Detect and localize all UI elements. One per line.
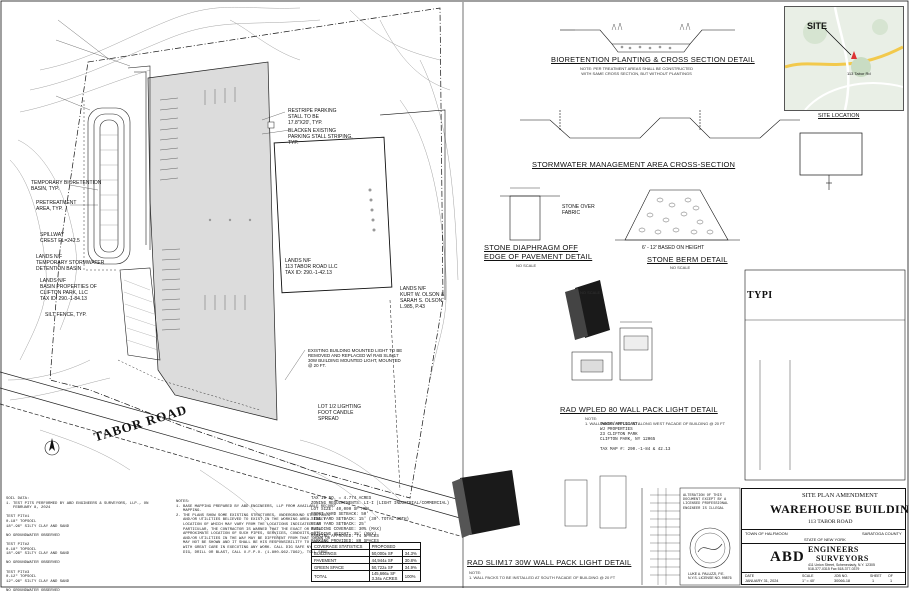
- general-notes: NOTES: 1. BASE MAPPING PREPARED BY ABD E…: [176, 500, 335, 555]
- coverage-cell: 50,722± SF: [368, 563, 403, 571]
- callout-restripe: RESTRIPE PARKING STALL TO BE 17.8"X20', …: [288, 108, 337, 126]
- stone-berm-title: STONE BERM DETAIL: [647, 255, 728, 264]
- firm-logo: ABD: [770, 549, 805, 565]
- lands-label-3: LANDS N/F BASIN PROPERTIES OF CLIFTON PA…: [40, 278, 97, 302]
- stone-diaphragm-drawing: [500, 187, 560, 241]
- engineer-name: LUKE A. PALUZZI, P.E. N.Y.S. LICENSE NO.…: [688, 572, 732, 580]
- tax-map-label: TAX ID NO. = 4.774 ACRES: [311, 497, 372, 501]
- job-value: 30066-18: [834, 579, 851, 583]
- callout-blacken: BLACKEN EXISTING PARKING STALL STRIPING,…: [288, 128, 353, 146]
- stone-diaphragm-title: STONE DIAPHRAGM OFF EDGE OF PAVEMENT DET…: [484, 243, 593, 261]
- zoning-label: ZONING REQUIREMENTS: LI-I (LIGHT INDUSTR…: [311, 502, 450, 506]
- county-label: SARATOGA COUNTY: [862, 531, 902, 536]
- coverage-proposed-header: PROPOSED: [368, 542, 422, 550]
- typical-label: TYPI: [747, 290, 773, 301]
- table-row: BUILDINGS 50,000± SF 34.3%: [311, 549, 422, 557]
- wall-pack-80-fixture: [565, 280, 653, 381]
- coverage-cell: 34.9%: [401, 563, 422, 571]
- sheet-label: SHEET: [870, 574, 882, 578]
- wall-pack-80-scale: NO SCALE: [580, 290, 601, 295]
- coverage-cell: 145,666± SF 3.34± ACRES: [368, 570, 403, 582]
- engineer-seal: [689, 527, 731, 569]
- table-row: TOTAL 145,666± SF 3.34± ACRES 100%: [311, 570, 422, 582]
- coverage-cell: TOTAL: [311, 570, 370, 582]
- coverage-title: COVERAGE STATISTICS: [311, 542, 370, 550]
- slim17-note: NOTE: 1. WALL PACKS TO BE INSTALLED AT S…: [469, 570, 616, 580]
- date-value: JANUARY 31, 2024: [745, 579, 779, 583]
- wall-pack-80-title: RAD WPLED 80 WALL PACK LIGHT DETAIL: [560, 405, 718, 414]
- stone-berm-drawing: [615, 189, 740, 241]
- of-label: OF: [888, 574, 893, 578]
- stormwater-section: [520, 110, 800, 139]
- coverage-cell: 100%: [401, 570, 422, 582]
- callout-silt-fence: SILT FENCE, TYP.: [45, 312, 87, 318]
- map-site-label: SITE: [807, 21, 828, 31]
- coverage-table: COVERAGE STATISTICS PROPOSED BUILDINGS 5…: [311, 542, 422, 582]
- state-label: STATE OF NEW YORK: [804, 537, 846, 542]
- coverage-cell: 34.3%: [401, 549, 422, 557]
- bioretention-basins: [87, 65, 151, 265]
- sign-detail: [799, 132, 863, 190]
- callout-bioretention: TEMPORARY BIORETENTION BASIN, TYP.: [31, 180, 102, 192]
- coverage-cell: 50,000± SF: [368, 549, 403, 557]
- firm-line-2: SURVEYORS: [816, 554, 869, 563]
- site-location-label: SITE LOCATION: [818, 113, 860, 119]
- table-row: PAVEMENT 44,944± SF 30.8%: [311, 556, 422, 564]
- job-label: JOB NO.: [834, 574, 849, 578]
- slim17-title: RAD SLIM17 30W WALL PACK LIGHT DETAIL: [467, 558, 632, 567]
- bioretention-section: [560, 29, 735, 53]
- coverage-cell: PAVEMENT: [311, 556, 370, 564]
- title-block: SITE PLAN AMENDMENT WAREHOUSE BUILDING 1…: [741, 488, 909, 585]
- coverage-cell: 44,944± SF: [368, 556, 403, 564]
- of-value: 1: [890, 579, 893, 583]
- slim17-fixture: [452, 470, 627, 538]
- firm-line-1: ENGINEERS: [808, 545, 859, 554]
- wall-pack-80-note: NOTE: 1. WALL PACKS INSTALLED ALONG WEST…: [585, 416, 726, 426]
- lot-info: LOT SIZE: 40,000 SF MIN. FRONT YARD SETB…: [311, 508, 410, 537]
- site-location-map: SITE 113 Tabor Rd: [784, 6, 904, 111]
- light-marks: [208, 188, 376, 232]
- north-arrow: [44, 438, 60, 456]
- town-label: TOWN OF HALFMOON: [745, 531, 788, 536]
- project-title: WAREHOUSE BUILDING: [770, 502, 909, 516]
- map-road-label: 113 Tabor Rd: [847, 71, 871, 76]
- scale-value: 1" = 40': [802, 579, 815, 583]
- callout-lot-lighting: LOT 1/2 LIGHTING FOOT CANDLE SPREAD: [318, 404, 361, 422]
- owner-applicant: OWNER/APPLICANT: WJ PROPERTIES 23 CLIFTO…: [600, 423, 671, 452]
- date-label: DATE: [745, 574, 755, 578]
- callout-stormwater: LANDS N/F TEMPORARY STORMWATER DETENTION…: [36, 254, 105, 272]
- plan-type: SITE PLAN AMENDMENT: [802, 492, 878, 499]
- coverage-cell: BUILDINGS: [311, 549, 370, 557]
- bioretention-title: BIORETENTION PLANTING & CROSS SECTION DE…: [551, 55, 755, 64]
- soil-data-notes: SOIL DATA: 1. TEST PITS PERFORMED BY ABD…: [6, 497, 149, 593]
- stormwater-title: STORMWATER MANAGEMENT AREA CROSS-SECTION: [532, 160, 736, 169]
- stone-diaphragm-scale: NO SCALE: [516, 263, 537, 268]
- stone-berm-range: 6' - 12' BASED ON HEIGHT: [642, 245, 705, 251]
- firm-address: 411 Union Street, Schenectady, N.Y. 1230…: [808, 563, 875, 571]
- stone-berm-scale: NO SCALE: [670, 265, 691, 270]
- stone-fabric-label: STONE OVER FABRIC: [562, 204, 595, 216]
- coverage-cell: 30.8%: [401, 556, 422, 564]
- bioretention-note: NOTE: PER TREATMENT AREAS SHALL BE CONST…: [580, 66, 693, 76]
- callout-existing-light: EXISTING BUILDING MOUNTED LIGHT TO BE RE…: [308, 348, 403, 368]
- road-edges: [0, 371, 461, 537]
- lands-label-2: LANDS N/F KURT W. OLSON & SARAH S. OLSON…: [400, 286, 445, 310]
- sheet-value: 1: [872, 579, 875, 583]
- scale-label: SCALE: [802, 574, 814, 578]
- alteration-note: ALTERATION OF THIS DOCUMENT EXCEPT BY A …: [683, 494, 729, 511]
- coverage-cell: GREEN SPACE: [311, 563, 370, 571]
- callout-spillway: SPILLWAY CREST EL=242.5: [40, 232, 80, 244]
- callout-pretreatment: PRETREATMENT AREA, TYP.: [36, 200, 77, 212]
- lands-label-1: LANDS N/F 113 TABOR ROAD LLC TAX ID: 290…: [285, 258, 338, 276]
- table-row: GREEN SPACE 50,722± SF 34.9%: [311, 563, 422, 571]
- project-address: 113 TABOR ROAD: [808, 519, 853, 525]
